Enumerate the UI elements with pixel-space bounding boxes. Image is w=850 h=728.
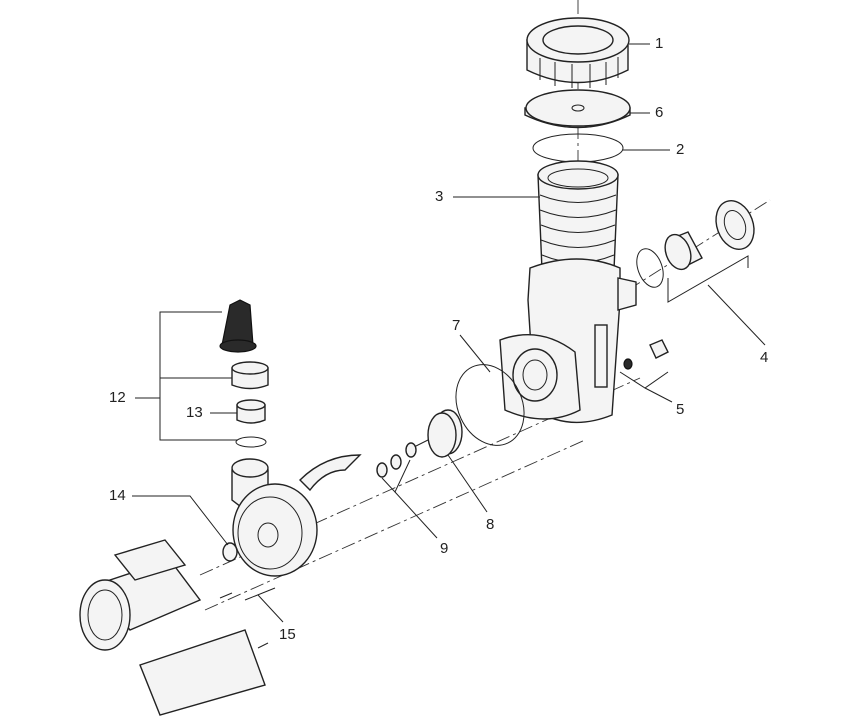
transparent-lid	[524, 89, 631, 129]
drain-plug	[623, 339, 669, 370]
screws	[219, 587, 276, 649]
callout-5: 5	[676, 401, 685, 418]
motor	[79, 539, 202, 651]
callout-3: 3	[435, 188, 444, 205]
callout-2: 2	[676, 141, 685, 158]
callout-1: 1	[655, 35, 664, 52]
assembly-axis-lower	[204, 439, 586, 611]
seal-plate	[299, 454, 362, 492]
side-union	[636, 200, 755, 288]
motor-base	[139, 629, 266, 716]
callout-8: 8	[486, 516, 495, 533]
lid-locking-ring	[526, 17, 630, 88]
callout-4: 4	[760, 349, 769, 366]
callout-13: 13	[186, 404, 203, 421]
leader-lines	[132, 43, 766, 623]
pump-housing	[499, 258, 637, 424]
volute-body	[231, 458, 318, 577]
callout-15: 15	[279, 626, 296, 643]
mechanical-seal	[376, 442, 417, 478]
callout-7: 7	[452, 317, 461, 334]
suction-union	[219, 299, 269, 448]
impeller	[411, 409, 463, 458]
body-o-ring	[455, 364, 525, 446]
shaft-deflector	[222, 542, 238, 562]
callout-14: 14	[109, 487, 126, 504]
side-port-axis	[627, 199, 771, 291]
callout-6: 6	[655, 104, 664, 121]
callout-9: 9	[440, 540, 449, 557]
callout-12: 12	[109, 389, 126, 406]
